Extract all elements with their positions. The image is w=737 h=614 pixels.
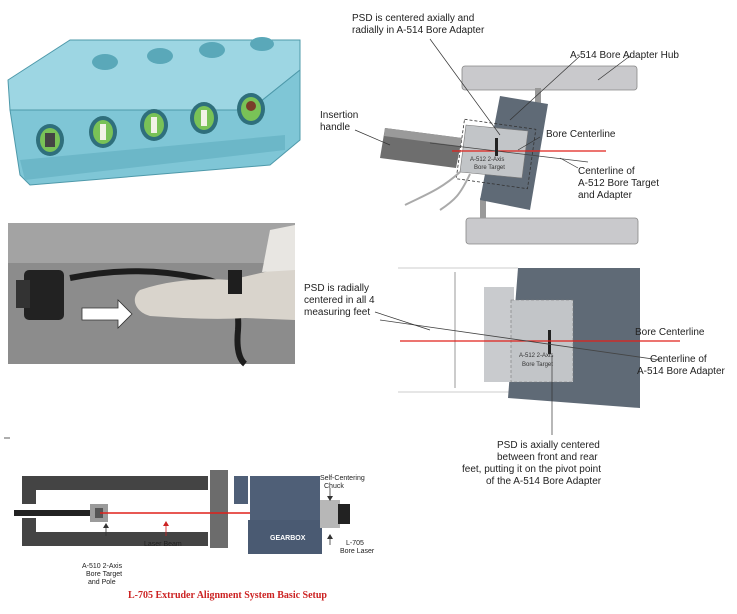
bore-opening-5 [237, 93, 265, 125]
photo-watch [228, 270, 242, 294]
laser-beam-label: Laser Beam [144, 541, 182, 548]
adapter-hub-lower [465, 217, 639, 245]
target-a510-label-2: Bore Target [86, 571, 122, 578]
psd-axial-label-3: feet, putting it on the pivot point [462, 464, 601, 475]
bore-opening-2 [89, 116, 117, 148]
target-pole [14, 510, 92, 516]
barrel-lower [22, 532, 208, 546]
photo-insert-arrow [81, 299, 133, 329]
bore-adapter-diagram: PSD is centered axially and radially in … [320, 13, 679, 245]
psd-centered-label-1: PSD is centered axially and [352, 13, 474, 24]
centerline-adapter-label-2: A-514 Bore Adapter [637, 366, 726, 377]
target-label-top-2: Bore Target [474, 165, 505, 171]
psd-radial-label-2: centered in all 4 [304, 295, 375, 306]
cylinder-top-4 [250, 37, 274, 51]
laser-l705-label-1: L-705 [346, 540, 364, 547]
psd-axial-label-4: of the A-514 Bore Adapter [486, 476, 602, 487]
chuck-label-2: Chuck [324, 483, 344, 490]
extruder-setup-diagram: Self-Centering Chuck Laser Beam GEARBOX … [4, 437, 375, 601]
target-a510-label-3: and Pole [88, 579, 116, 586]
psd-marker-top [495, 138, 498, 156]
barrel-upper [22, 476, 208, 490]
self-centering-chuck [320, 500, 340, 528]
bore-opening-3 [140, 109, 168, 141]
bore-opening-4 [190, 102, 218, 134]
hub-label: A-514 Bore Adapter Hub [570, 50, 679, 61]
adapter-centerline-middle [379, 319, 661, 361]
target-label-middle-1: A-512 2-Axis [519, 353, 553, 359]
centerline-target-label-2: A-512 Bore Target [578, 178, 659, 189]
target-a510-label-1: A-510 2-Axis [82, 563, 123, 570]
centerline-target-label-3: and Adapter [578, 190, 633, 201]
target-outline [455, 118, 537, 190]
insertion-photo [8, 223, 295, 367]
figure-caption: L-705 Extruder Alignment System Basic Se… [128, 590, 327, 601]
target-label-top-1: A-512 2-Axis [470, 157, 504, 163]
chuck-label-1: Self-Centering [320, 475, 365, 482]
engine-block-illustration [7, 37, 301, 186]
bore-centerline-label-top: Bore Centerline [546, 129, 616, 140]
bore-opening-1 [36, 124, 64, 156]
insertion-handle-label-2: handle [320, 122, 350, 133]
insertion-handle-label-1: Insertion [320, 110, 358, 121]
cylinder-top-2 [147, 48, 173, 64]
centerline-target-label-1: Centerline of [578, 166, 635, 177]
engine-lower-skirt [20, 135, 285, 180]
psd-radial-label-3: measuring feet [304, 307, 370, 318]
bore-laser-l705 [338, 504, 350, 524]
psd-axial-label-2: between front and rear [497, 452, 598, 463]
bore-centerline-label-middle: Bore Centerline [635, 327, 705, 338]
gearbox-label: GEARBOX [270, 535, 306, 542]
cylinder-top-1 [92, 54, 118, 70]
centerline-adapter-label-1: Centerline of [650, 354, 707, 365]
laser-l705-label-2: Bore Laser [340, 548, 375, 555]
photo-hand [134, 265, 295, 320]
psd-position-diagram: PSD is radially centered in all 4 measur… [304, 267, 726, 487]
target-label-middle-2: Bore Target [522, 362, 553, 368]
photo-target-device [24, 270, 64, 320]
psd-radial-label-1: PSD is radially [304, 283, 369, 294]
psd-axial-label-1: PSD is axially centered [497, 440, 600, 451]
cylinder-top-3 [199, 42, 225, 58]
adapter-hub-upper [461, 65, 638, 91]
psd-marker-middle [548, 330, 551, 354]
psd-centered-label-2: radially in A-514 Bore Adapter [352, 25, 485, 36]
